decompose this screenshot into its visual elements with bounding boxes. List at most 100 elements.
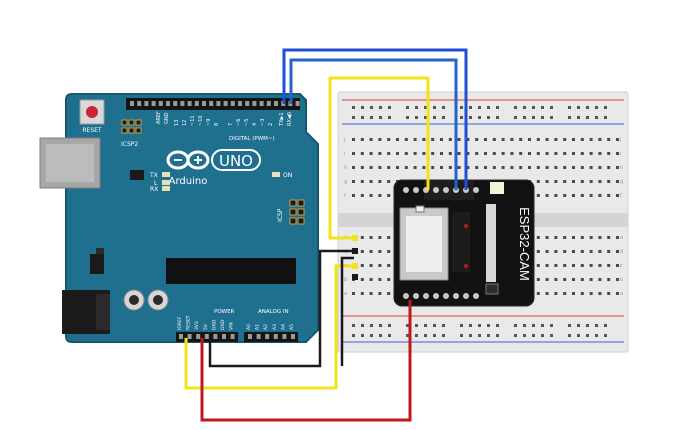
row-letter: d: [620, 249, 623, 255]
header-pin: [213, 334, 218, 339]
esp32-pin: [403, 293, 409, 299]
rail-hole: [577, 106, 580, 109]
header-pin: [173, 101, 178, 106]
esp32-bottom-pins: [403, 293, 479, 299]
rail-hole: [604, 334, 607, 337]
terminal-hole: [607, 278, 611, 281]
row-letter: i: [620, 151, 621, 157]
rail-hole: [496, 324, 499, 327]
terminal-hole: [563, 138, 567, 141]
power-label: POWER: [214, 309, 235, 315]
wire-end-black-2: [352, 274, 358, 280]
rail-hole: [487, 106, 490, 109]
terminal-hole: [616, 236, 619, 239]
terminal-hole: [396, 152, 399, 155]
rail-hole: [433, 116, 436, 119]
rail-hole: [388, 324, 391, 327]
terminal-hole: [563, 166, 567, 169]
icsp-pin: [297, 217, 305, 225]
terminal-hole: [563, 180, 567, 183]
tx-led: [162, 172, 170, 177]
rail-hole: [352, 324, 355, 327]
terminal-hole: [572, 236, 575, 239]
terminal-hole: [448, 166, 452, 169]
rail-hole: [460, 334, 463, 337]
terminal-hole: [598, 264, 602, 267]
rail-hole: [361, 334, 364, 337]
terminal-hole: [422, 138, 426, 141]
terminal-hole: [413, 166, 417, 169]
rail-hole: [514, 324, 517, 327]
rail-hole: [595, 116, 598, 119]
terminal-hole: [369, 194, 373, 197]
icsp-pin: [289, 199, 297, 207]
rail-hole: [415, 116, 418, 119]
rail-hole: [586, 116, 589, 119]
rail-hole: [442, 116, 445, 119]
terminal-hole: [413, 138, 417, 141]
rail-hole: [550, 334, 553, 337]
terminal-hole: [404, 166, 408, 169]
esp32-pin: [473, 293, 479, 299]
reset-switch[interactable]: [485, 283, 499, 295]
rail-hole: [595, 334, 598, 337]
terminal-hole: [607, 292, 611, 295]
terminal-hole: [378, 166, 382, 169]
esp32-pin: [433, 187, 439, 193]
terminal-hole: [545, 180, 549, 183]
terminal-hole: [360, 278, 364, 281]
rail-hole: [496, 334, 499, 337]
esp32-pin: [443, 187, 449, 193]
terminal-hole: [616, 194, 619, 197]
digital-pin-number: ~10: [198, 115, 204, 126]
digital-pin-number: 12: [182, 120, 188, 126]
rail-hole: [532, 106, 535, 109]
rail-hole: [406, 334, 409, 337]
camera-connector: [486, 204, 496, 282]
terminal-hole: [554, 264, 558, 267]
terminal-hole: [536, 152, 540, 155]
wire-5v-red: [200, 300, 412, 422]
terminal-hole: [475, 152, 479, 155]
rail-hole: [604, 116, 607, 119]
esp32-pin: [413, 187, 419, 193]
terminal-hole: [492, 152, 496, 155]
rail-hole: [604, 324, 607, 327]
flash-led: [490, 182, 504, 194]
terminal-hole: [431, 152, 435, 155]
terminal-hole: [369, 236, 373, 239]
rail-hole: [568, 106, 571, 109]
header-pin: [230, 101, 235, 106]
header-pin: [223, 101, 228, 106]
rail-hole: [532, 324, 535, 327]
wire-end-yellow-1: [352, 235, 358, 241]
icsp2-pin: [135, 119, 142, 126]
terminal-hole: [387, 278, 391, 281]
rail-hole: [532, 334, 535, 337]
terminal-hole: [545, 278, 549, 281]
reset-button-cap[interactable]: [86, 106, 98, 118]
header-pin: [194, 101, 199, 106]
rail-hole: [595, 324, 598, 327]
terminal-hole: [360, 138, 364, 141]
icsp-label: ICSP: [277, 208, 284, 222]
terminal-hole: [475, 166, 479, 169]
row-letter: h: [344, 165, 347, 171]
rail-hole: [379, 106, 382, 109]
reset-button[interactable]: [79, 99, 105, 125]
terminal-hole: [580, 250, 584, 253]
on-led-label: ON: [283, 172, 292, 179]
rail-hole: [478, 106, 481, 109]
esp32-pin: [413, 293, 419, 299]
terminal-hole: [492, 166, 496, 169]
terminal-hole: [413, 152, 417, 155]
rail-hole: [406, 324, 409, 327]
header-pin: [291, 334, 295, 339]
rail-hole: [460, 106, 463, 109]
terminal-hole: [616, 138, 619, 141]
terminal-hole: [404, 138, 408, 141]
digital-pin-number: 4: [252, 123, 258, 126]
terminal-hole: [387, 166, 391, 169]
